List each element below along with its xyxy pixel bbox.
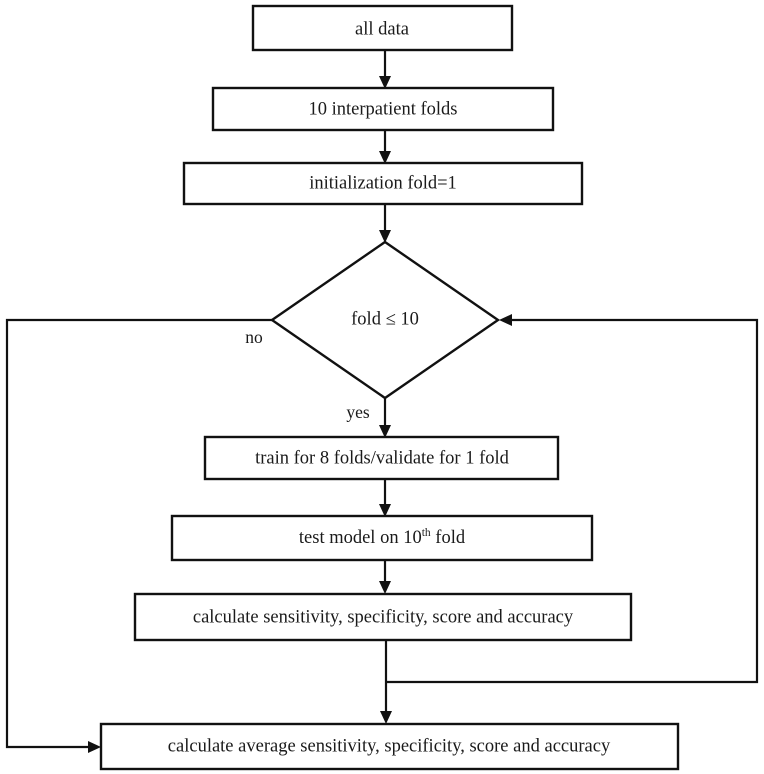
node-calculate-average-metrics[interactable]: calculate average sensitivity, specifici… bbox=[99, 722, 680, 771]
connector-loop-back-to-decision bbox=[386, 314, 759, 684]
arrowhead-icon bbox=[379, 425, 391, 438]
node-test-model-label-superscript: th bbox=[422, 527, 431, 539]
edge-label-no: no bbox=[245, 327, 263, 347]
node-all-data[interactable]: all data bbox=[251, 4, 514, 52]
node-initialization-label: initialization fold=1 bbox=[309, 173, 457, 193]
arrowhead-icon bbox=[88, 741, 101, 753]
arrowhead-icon bbox=[379, 504, 391, 517]
node-calculate-metrics[interactable]: calculate sensitivity, specificity, scor… bbox=[133, 592, 633, 642]
node-all-data-label: all data bbox=[355, 19, 409, 39]
node-test-model-label: test model on 10th fold bbox=[299, 527, 466, 549]
connector-test-to-calculate bbox=[379, 560, 391, 594]
node-train-validate-label: train for 8 folds/validate for 1 fold bbox=[255, 448, 510, 468]
node-calculate-average-metrics-label: calculate average sensitivity, specifici… bbox=[168, 736, 611, 756]
connector-decision-yes-to-train bbox=[379, 398, 391, 438]
edge-label-yes: yes bbox=[346, 402, 370, 422]
node-decision-fold[interactable]: fold ≤ 10 bbox=[269, 240, 501, 400]
node-decision-fold-label: fold ≤ 10 bbox=[351, 309, 419, 329]
node-test-model-label-tail: fold bbox=[431, 528, 466, 548]
arrowhead-icon bbox=[499, 314, 512, 326]
node-calculate-metrics-label: calculate sensitivity, specificity, scor… bbox=[193, 607, 574, 627]
connector-no-branch-to-average bbox=[5, 318, 272, 753]
node-test-model-label-main: test model on 10 bbox=[299, 528, 422, 548]
connector-calculate-to-average bbox=[380, 640, 392, 724]
node-test-model[interactable]: test model on 10th fold bbox=[170, 514, 594, 562]
connector-folds-to-init bbox=[379, 129, 391, 164]
arrowhead-icon bbox=[380, 711, 392, 724]
connector-train-to-test bbox=[379, 479, 391, 517]
node-interpatient-folds-label: 10 interpatient folds bbox=[309, 99, 458, 119]
arrowhead-icon bbox=[379, 151, 391, 164]
node-initialization[interactable]: initialization fold=1 bbox=[182, 161, 584, 206]
arrowhead-icon bbox=[379, 581, 391, 594]
node-train-validate[interactable]: train for 8 folds/validate for 1 fold bbox=[203, 435, 560, 481]
arrowhead-icon bbox=[379, 230, 391, 243]
connector-init-to-decision bbox=[379, 203, 391, 243]
node-interpatient-folds[interactable]: 10 interpatient folds bbox=[211, 86, 555, 132]
connector-alldata-to-folds bbox=[379, 50, 391, 89]
arrowhead-icon bbox=[379, 76, 391, 89]
